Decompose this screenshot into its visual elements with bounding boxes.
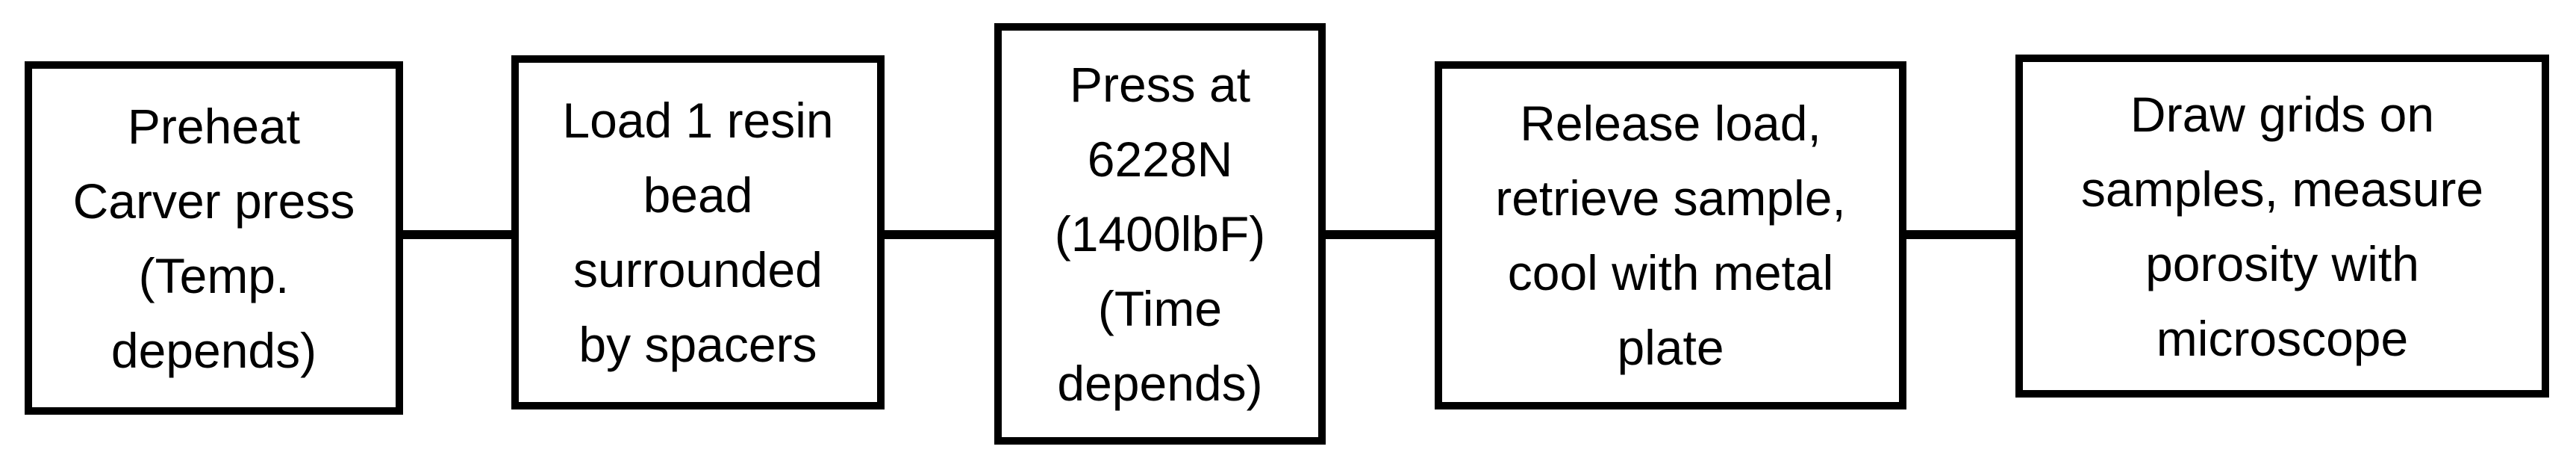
connector-step1-step2 (403, 230, 511, 239)
flow-step-text-line: Release load, (1520, 96, 1821, 151)
flow-step-text-line: (1400lbF) (1054, 206, 1266, 262)
connector-step2-step3 (885, 230, 994, 239)
flow-step-text-line: depends) (110, 322, 317, 378)
flow-step-preheat-press: Preheat Carver press (Temp. depends) (25, 61, 403, 415)
flow-step-text-line: (Temp. (138, 247, 290, 303)
flow-step-text-line: porosity with (2145, 235, 2419, 291)
flow-step-press-at-load: Press at 6228N (1400lbF) (Time depends) (994, 23, 1326, 445)
flow-step-text-line: depends) (1057, 356, 1263, 411)
flow-step-text-line: Draw grids on (2130, 86, 2435, 142)
flow-step-text-line: bead (643, 167, 753, 223)
flow-step-text-line: surrounded (573, 242, 823, 297)
flow-step-text-line: Carver press (72, 173, 355, 229)
flow-step-text-line: Press at (1069, 57, 1251, 112)
flow-step-release-load-cool: Release load, retrieve sample, cool with… (1435, 61, 1906, 409)
flow-step-text-line: by spacers (578, 317, 817, 372)
connector-step4-step5 (1906, 230, 2015, 239)
flow-step-text-line: (Time (1097, 281, 1223, 336)
flow-step-text-line: samples, measure (2080, 161, 2484, 217)
flow-step-load-resin-bead: Load 1 resin bead surrounded by spacers (511, 55, 885, 409)
flow-step-text-line: cool with metal (1507, 245, 1834, 300)
flow-step-text-line: plate (1617, 320, 1724, 375)
flow-step-text-line: 6228N (1087, 132, 1233, 187)
flow-step-text-line: retrieve sample, (1495, 170, 1846, 226)
connector-step3-step4 (1326, 230, 1435, 239)
flow-step-text-line: Load 1 resin (562, 93, 834, 148)
flow-step-text-line: Preheat (127, 98, 301, 154)
flow-step-text-line: microscope (2156, 310, 2409, 366)
flow-step-measure-porosity: Draw grids on samples, measure porosity … (2015, 55, 2549, 398)
